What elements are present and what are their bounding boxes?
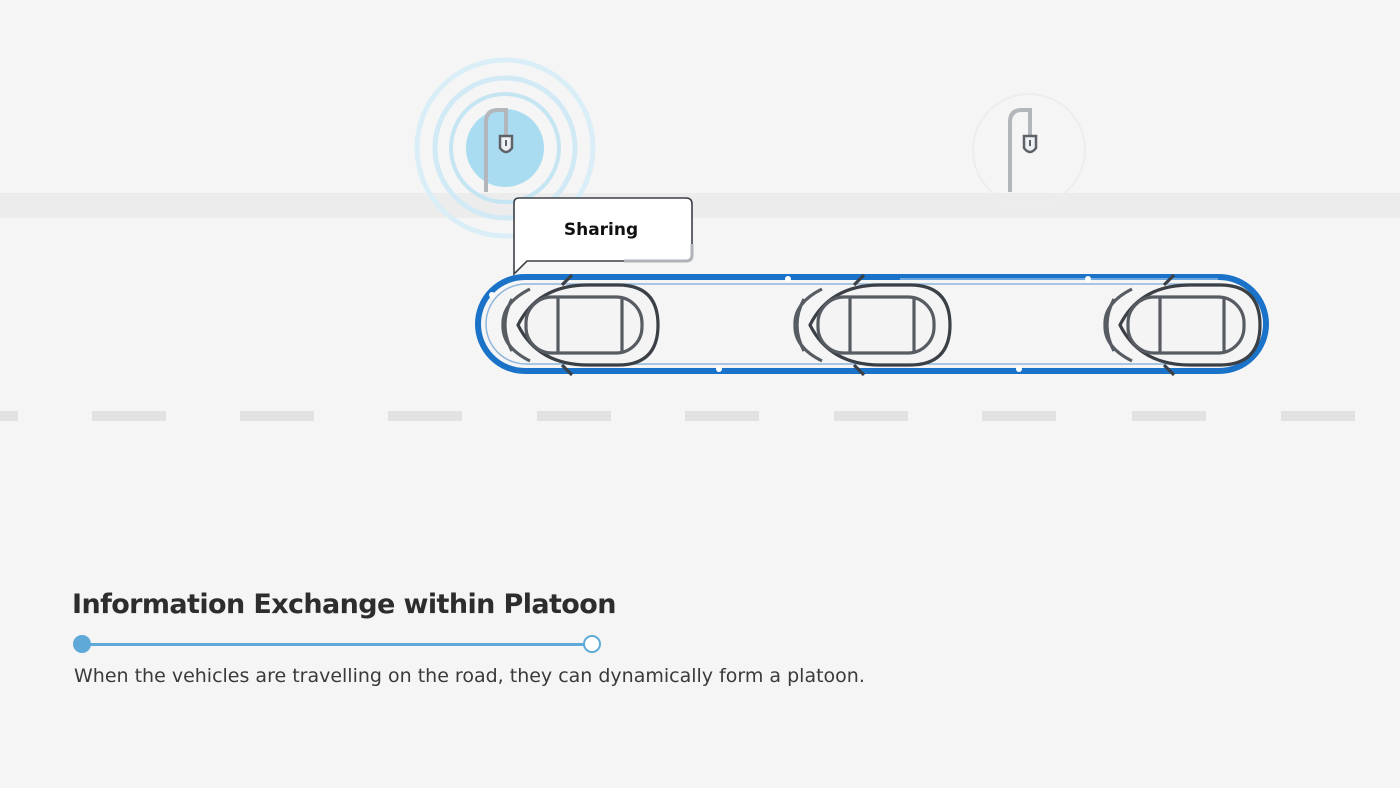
progress-start-dot (73, 635, 91, 653)
signal-particle (1085, 276, 1091, 282)
signal-particle (716, 366, 722, 372)
car-top-view-icon (793, 273, 952, 377)
car-top-view-icon (501, 273, 660, 377)
lane-divider (0, 411, 1355, 421)
roadside-unit-icon (1008, 108, 1038, 194)
sharing-label: Sharing (564, 220, 638, 240)
sharing-bubble: Sharing (513, 197, 694, 276)
progress-end-dot (583, 635, 601, 653)
signal-particle (489, 292, 495, 298)
signal-particle (785, 276, 791, 282)
description-text: When the vehicles are travelling on the … (74, 665, 865, 687)
page-title: Information Exchange within Platoon (72, 589, 616, 620)
signal-ring-idle (972, 93, 1086, 207)
car-top-view-icon (1103, 273, 1262, 377)
signal-particle (1016, 366, 1022, 372)
progress-fill (83, 643, 593, 646)
progress-indicator (73, 634, 603, 654)
road-shoulder (0, 193, 1400, 218)
